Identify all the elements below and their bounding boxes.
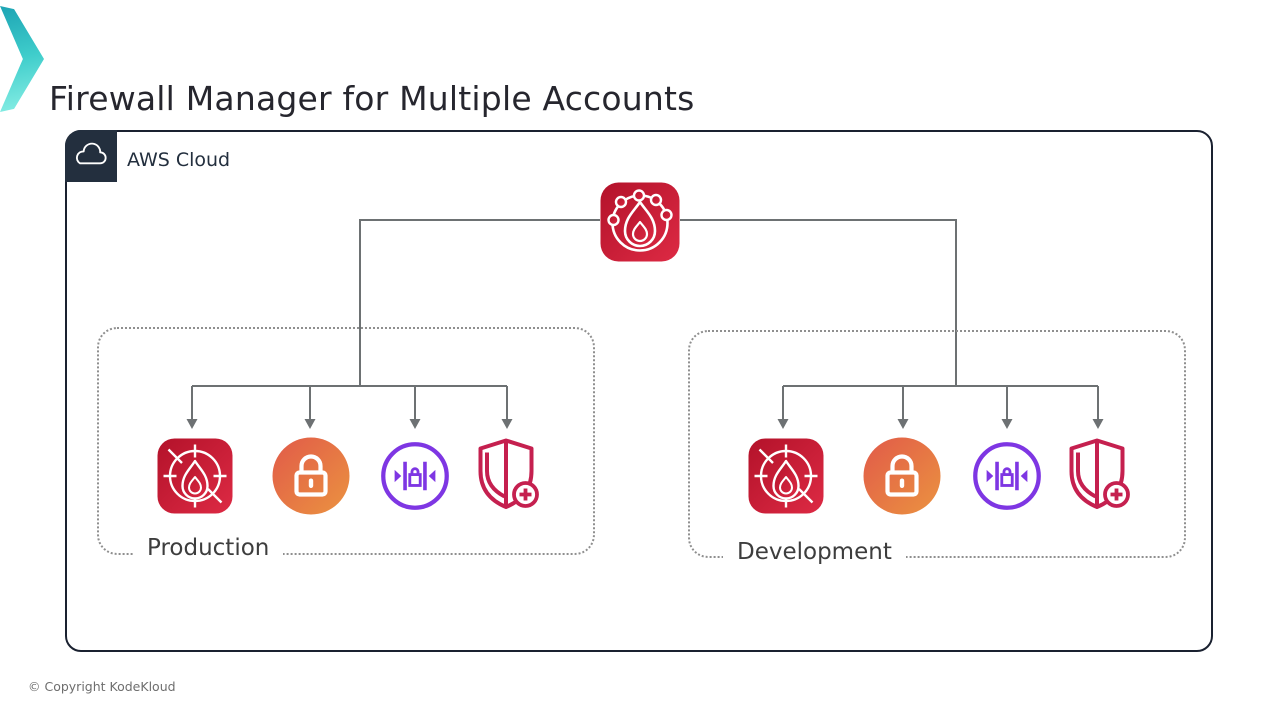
aws-cloud-label: AWS Cloud <box>127 149 231 171</box>
network-firewall-icon <box>157 438 233 518</box>
firewall-policy-icon <box>379 440 451 516</box>
firewall-manager-icon <box>600 182 680 266</box>
security-lock-icon <box>272 437 350 519</box>
aws-cloud-icon <box>65 130 117 182</box>
network-firewall-icon <box>748 438 824 518</box>
shield-advanced-icon <box>470 436 542 518</box>
chevron-decoration-icon <box>0 6 44 112</box>
page-title: Firewall Manager for Multiple Accounts <box>49 79 695 119</box>
shield-advanced-icon <box>1061 436 1133 518</box>
production-group-box <box>97 327 595 555</box>
production-group-label: Production <box>133 533 284 563</box>
firewall-policy-icon <box>971 440 1043 516</box>
development-group-label: Development <box>723 537 906 567</box>
cloud-icon <box>69 134 113 178</box>
development-group-box <box>688 330 1186 558</box>
security-lock-icon <box>863 437 941 519</box>
aws-cloud-container <box>65 130 1213 652</box>
copyright-text: © Copyright KodeKloud <box>28 679 176 694</box>
